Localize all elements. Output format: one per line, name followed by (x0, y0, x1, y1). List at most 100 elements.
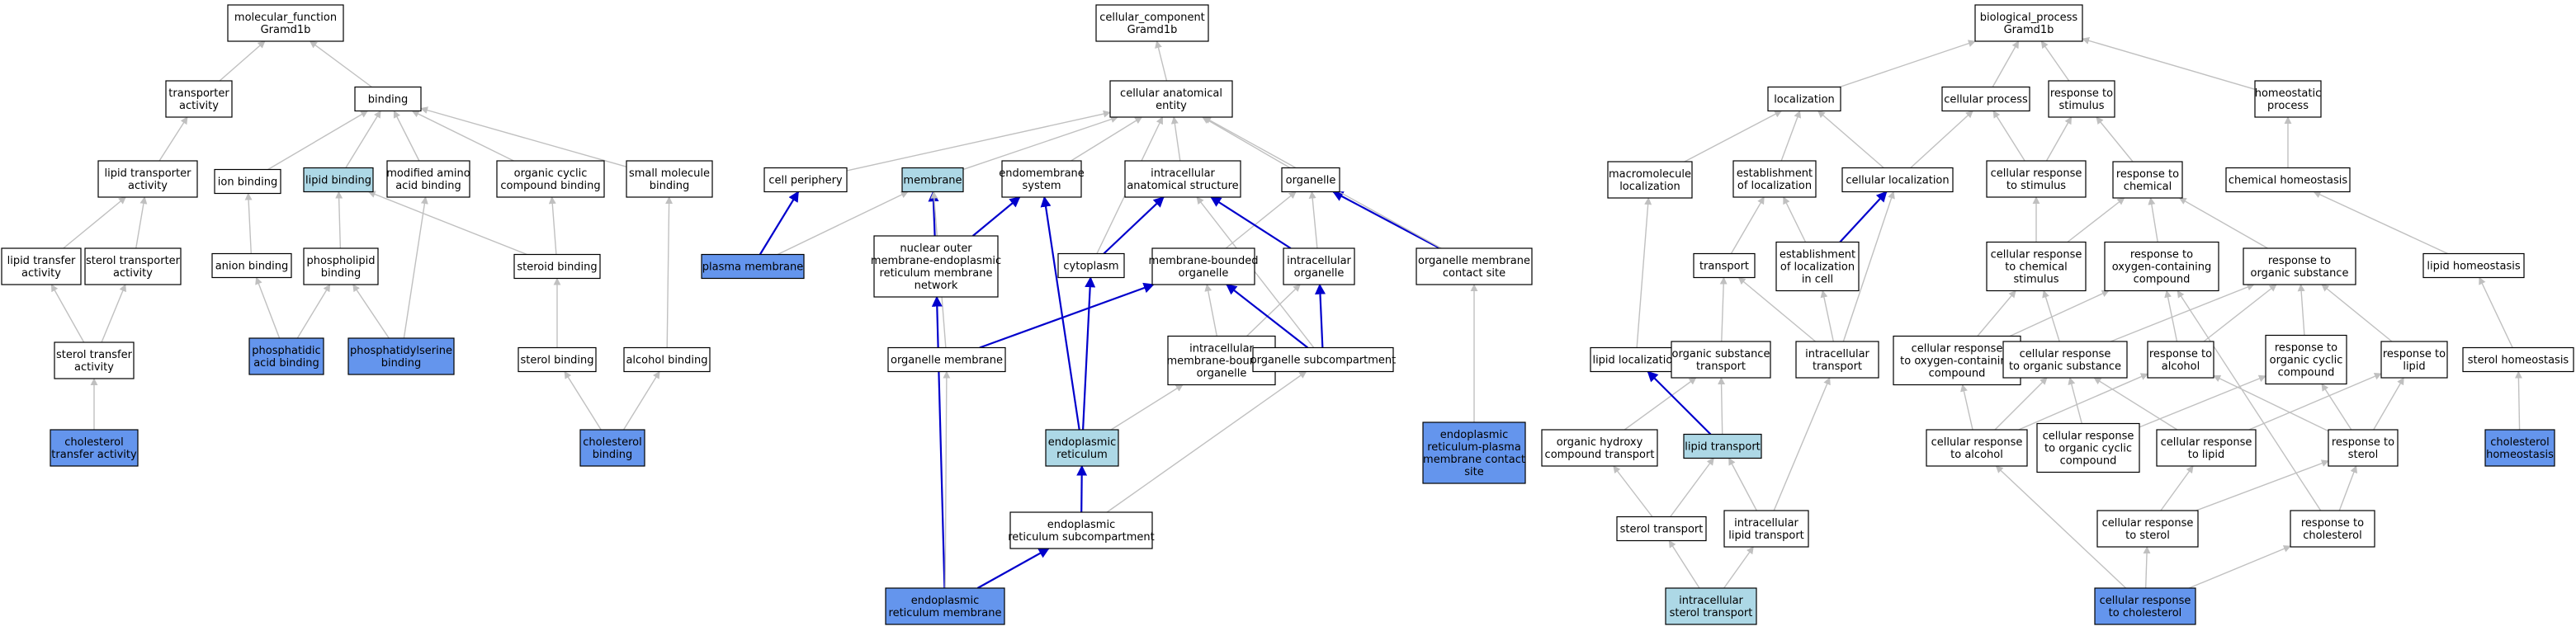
go-term-lipid-localization[interactable]: lipid localization (1590, 346, 1682, 373)
term-box (2380, 341, 2448, 379)
term-box (887, 346, 1006, 373)
go-term-transport[interactable]: transport (1693, 252, 1756, 279)
go-term-membrane[interactable]: membrane (901, 167, 964, 193)
term-label: organelle (1286, 175, 1336, 187)
edge-endomembrane-to-cae (1071, 116, 1143, 162)
go-term-cellular-process[interactable]: cellular process (1941, 86, 2030, 112)
edge-anion-binding-to-ion-binding (244, 192, 253, 254)
go-term-cytoplasm[interactable]: cytoplasm (1057, 252, 1125, 279)
go-term-anion-binding[interactable]: anion binding (211, 252, 292, 279)
go-term-cellular-loc[interactable]: cellular localization (1841, 167, 1954, 193)
go-term-chem-homeostasis[interactable]: chemical homeostasis (2225, 167, 2351, 193)
go-term-ion-binding[interactable]: ion binding (214, 168, 281, 195)
go-term-sterol-transport[interactable]: sterol transport (1616, 516, 1707, 542)
term-label-line: response to (2301, 517, 2364, 530)
term-label-line: activity (128, 180, 168, 192)
go-term-lipid-homeostasis[interactable]: lipid homeostasis (2422, 252, 2525, 279)
go-term-alcohol-binding[interactable]: alcohol binding (623, 346, 711, 373)
go-term-lipid-transport[interactable]: lipid transport (1683, 433, 1762, 459)
go-term-organelle[interactable]: organelle (1281, 167, 1340, 193)
go-term-binding[interactable]: binding (354, 86, 422, 112)
go-term-plasma-membrane[interactable]: plasma membrane (701, 253, 805, 280)
go-term-sterol-homeostasis[interactable]: sterol homeostasis (2462, 346, 2574, 373)
go-term-lipid-binding[interactable]: lipid binding (303, 167, 374, 193)
go-term-organelle-membrane[interactable]: organelle membrane (887, 346, 1006, 373)
term-label-line: intracellular (1805, 348, 1869, 360)
term-box (214, 168, 281, 195)
edge-cell-resp-chol-to-cell-resp-alcohol (1995, 465, 2127, 589)
edge-cellular-process-to-bp-root (1992, 40, 2020, 87)
term-label-line: cellular localization (1846, 175, 1949, 187)
term-label-line: organic hydroxy (1557, 436, 1643, 449)
term-box (2225, 167, 2351, 193)
go-term-cell-periphery[interactable]: cell periphery (763, 167, 848, 193)
go-term-sterol-binding[interactable]: sterol binding (518, 346, 597, 373)
edge-cell-resp-alcohol-to-cell-resp-organic (1994, 377, 2048, 431)
go-term-steroid-binding[interactable]: steroid binding (513, 253, 601, 280)
go-term-localization[interactable]: localization (1767, 86, 1841, 112)
go-term-org-subcompartment[interactable]: organelle subcompartment (1250, 346, 1397, 373)
